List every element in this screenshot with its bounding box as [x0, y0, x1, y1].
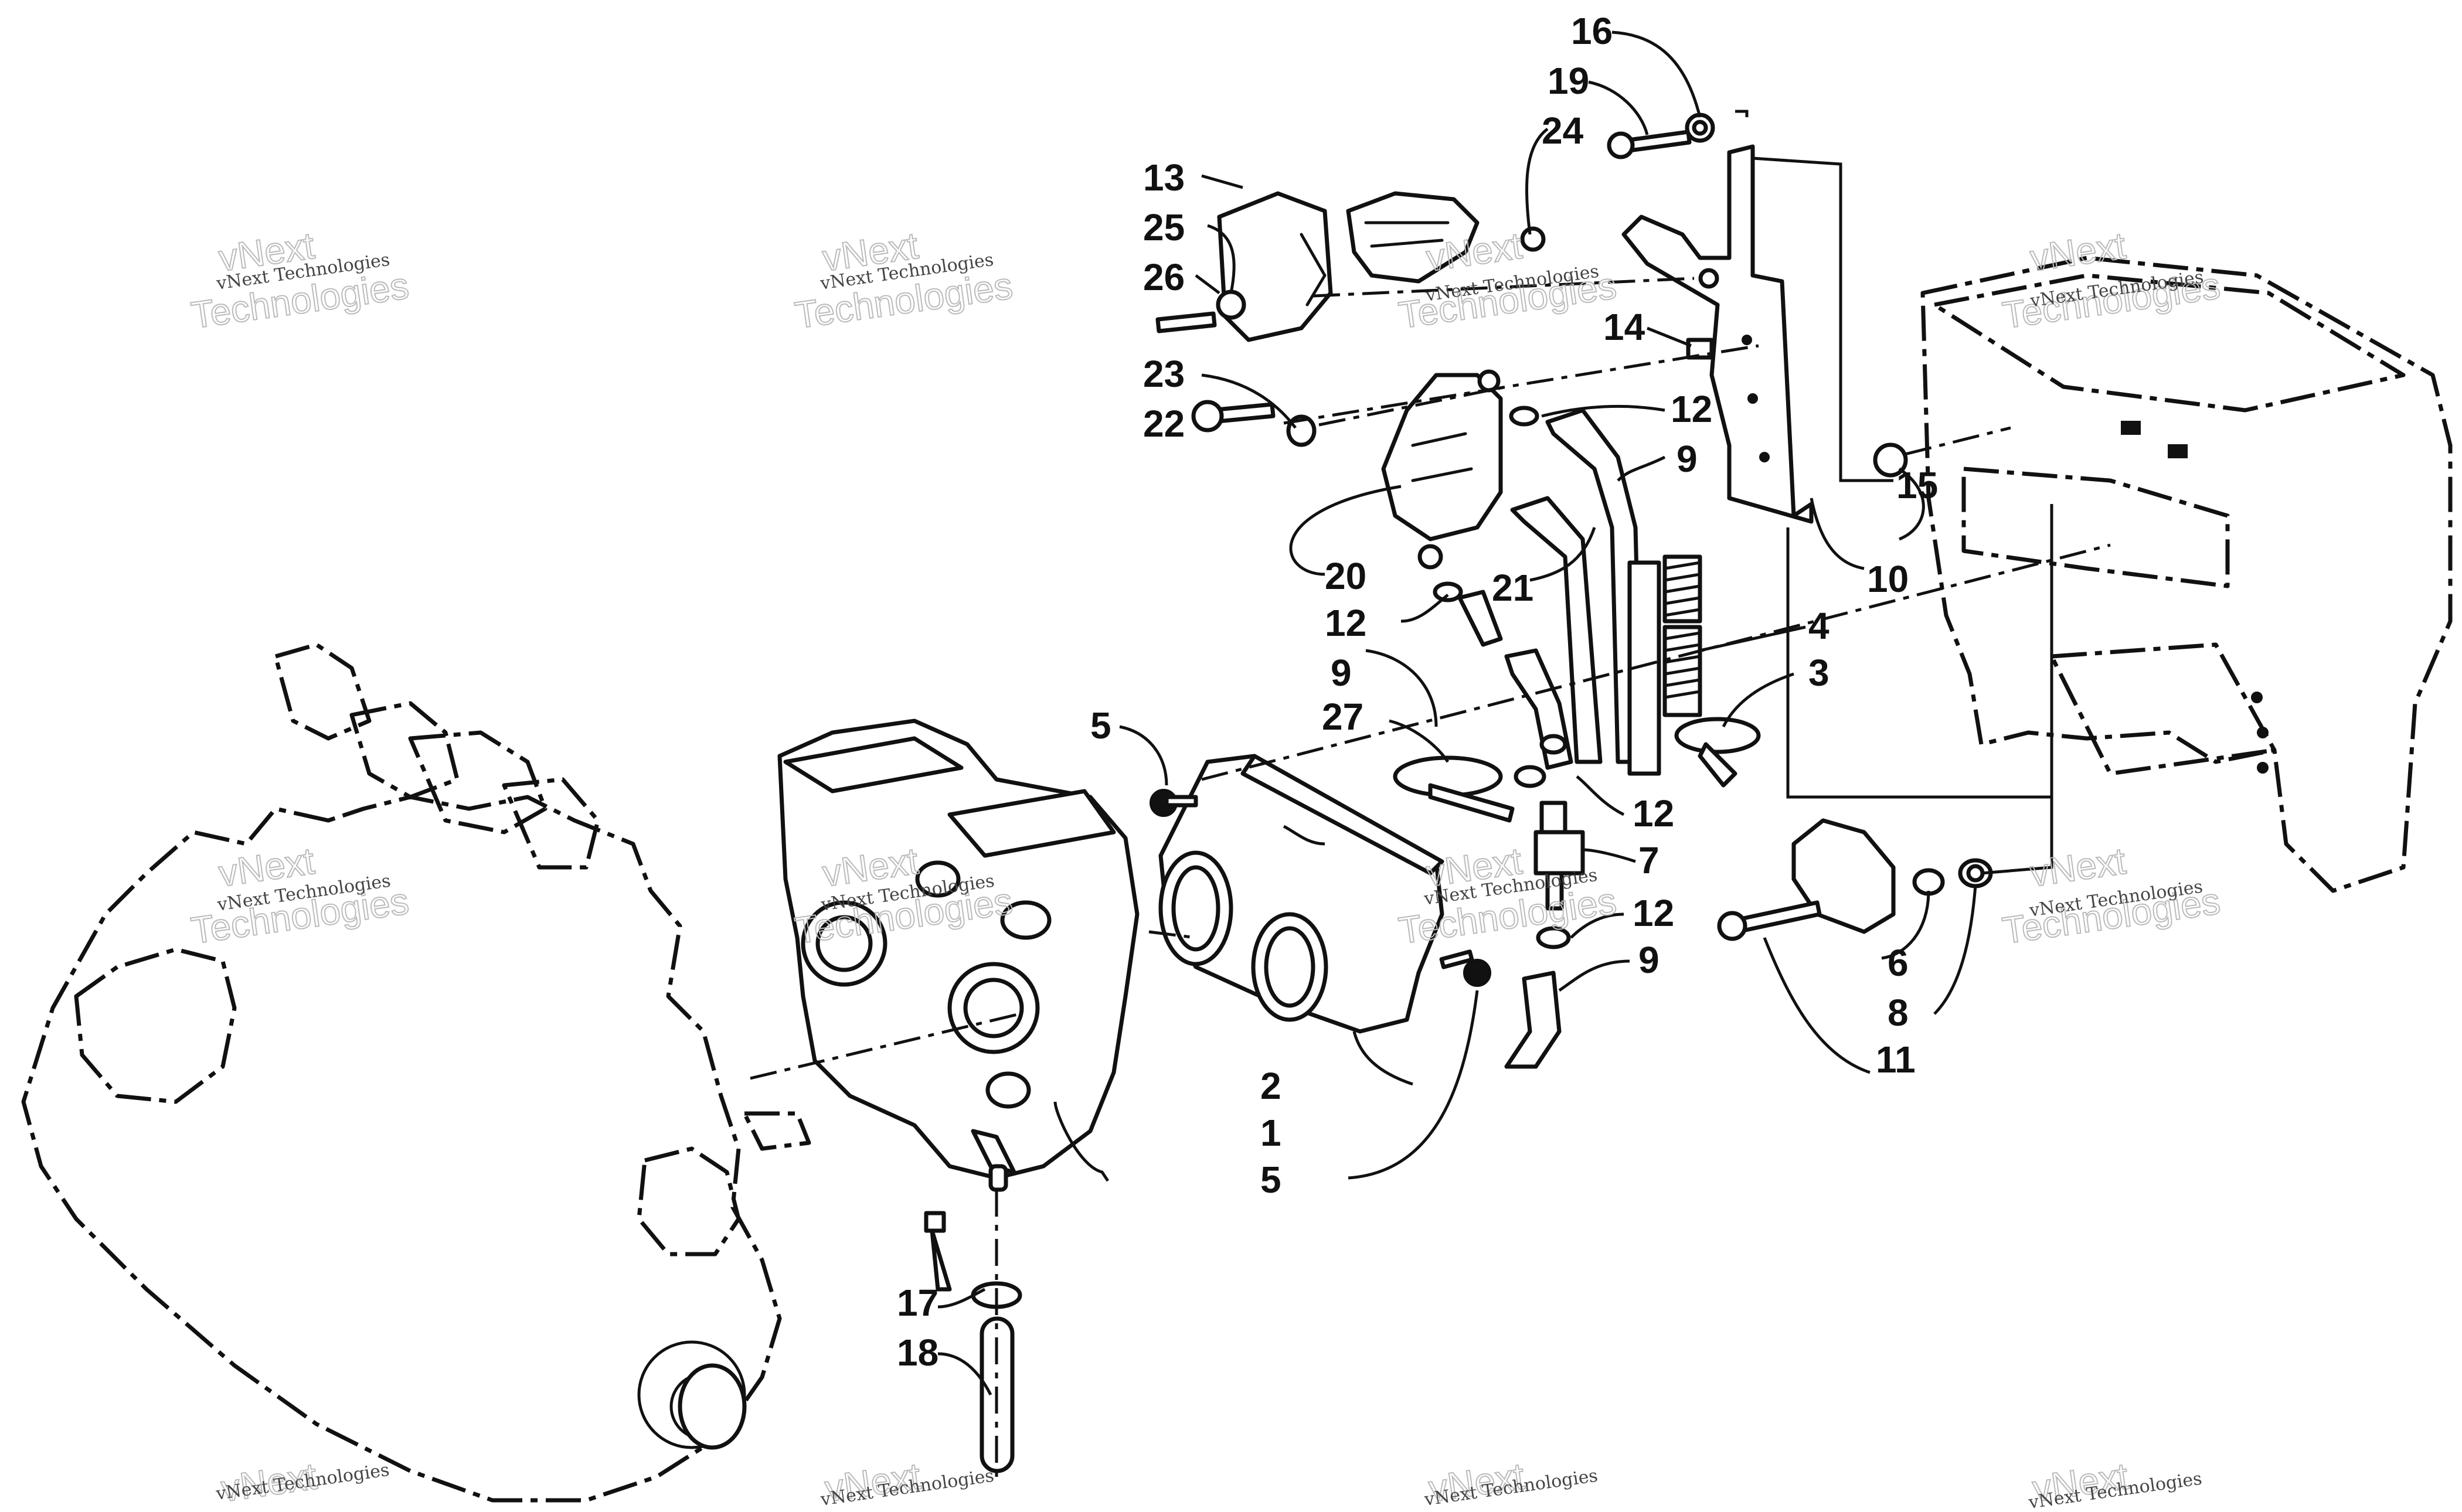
callout-9-mid: 9	[1331, 652, 1352, 694]
watermark-10: vNext vNext Technologies	[819, 1454, 995, 1510]
callout-20: 20	[1325, 555, 1366, 597]
throttle-sensor	[1717, 818, 1993, 941]
airbox-adapter	[1150, 754, 1491, 1034]
callout-9-bottom: 9	[1638, 939, 1660, 981]
watermark-8: vNext Technologies vNext Technologies	[1999, 839, 2223, 953]
callout-labels: 16 19 24 13 25 26 14 23 22 12 9 15 10 20…	[897, 10, 1938, 1374]
svg-text:vNext: vNext	[2028, 840, 2128, 895]
watermark-1: vNext Technologies vNext Technologies	[188, 224, 412, 338]
alignment-lines	[750, 110, 2111, 1483]
callout-21: 21	[1492, 567, 1533, 609]
watermark-4: vNext Technologies vNext Technologies	[1999, 224, 2223, 338]
engine-phantom-outline	[21, 642, 811, 1503]
callout-11: 11	[1876, 1038, 1916, 1081]
callout-1: 1	[1260, 1112, 1281, 1154]
callout-4: 4	[1808, 605, 1830, 647]
mounting-bracket	[1621, 144, 1814, 524]
callout-13: 13	[1143, 156, 1185, 199]
callout-6: 6	[1888, 942, 1909, 984]
callout-10: 10	[1867, 558, 1909, 600]
callout-25: 25	[1143, 206, 1185, 248]
watermark-2: vNext Technologies vNext Technologies	[792, 224, 1016, 338]
callout-12-filter-bottom: 12	[1633, 892, 1674, 934]
air-silencer-phantom	[1920, 256, 2453, 893]
callout-14: 14	[1603, 306, 1645, 348]
watermark-12: vNext vNext Technologies	[2027, 1454, 2203, 1512]
cdi-module	[1155, 191, 1333, 342]
callout-5-bottom: 5	[1260, 1159, 1281, 1201]
callout-12-mid: 12	[1325, 602, 1366, 644]
callout-8: 8	[1888, 992, 1909, 1034]
fuel-hoses	[1457, 408, 1661, 1069]
watermark-6: vNext Technologies vNext Technologies	[792, 839, 1016, 953]
callout-15: 15	[1896, 464, 1938, 506]
fuel-filter	[1433, 406, 1585, 949]
callout-2: 2	[1260, 1065, 1281, 1107]
watermark-9: vNext vNext Technologies	[215, 1454, 391, 1510]
callout-3: 3	[1808, 652, 1830, 694]
callout-23: 23	[1143, 353, 1185, 395]
callout-24: 24	[1542, 110, 1584, 152]
callout-9-top: 9	[1677, 438, 1698, 480]
regulator-assembly	[1346, 191, 1480, 284]
carburetor-assembly	[777, 718, 1140, 1192]
fuel-pump	[1381, 369, 1503, 570]
svg-text:vNext: vNext	[2028, 224, 2128, 280]
callout-18: 18	[897, 1331, 938, 1374]
callout-leaders	[937, 30, 1977, 1396]
hose-clamps	[1393, 717, 1761, 823]
callout-12-filter-top: 12	[1633, 792, 1674, 835]
callout-27: 27	[1322, 696, 1363, 738]
callout-26: 26	[1143, 256, 1185, 298]
hose-springs	[1662, 554, 1702, 717]
watermark-5: vNext Technologies vNext Technologies	[188, 839, 412, 953]
callout-22: 22	[1143, 403, 1185, 445]
callout-16: 16	[1571, 10, 1613, 52]
callout-17: 17	[897, 1282, 938, 1324]
callout-5-top: 5	[1090, 704, 1111, 747]
callout-7: 7	[1638, 839, 1660, 881]
callout-12-top: 12	[1671, 388, 1712, 430]
watermark-11: vNext vNext Technologies	[1423, 1454, 1599, 1510]
callout-19: 19	[1548, 60, 1589, 102]
